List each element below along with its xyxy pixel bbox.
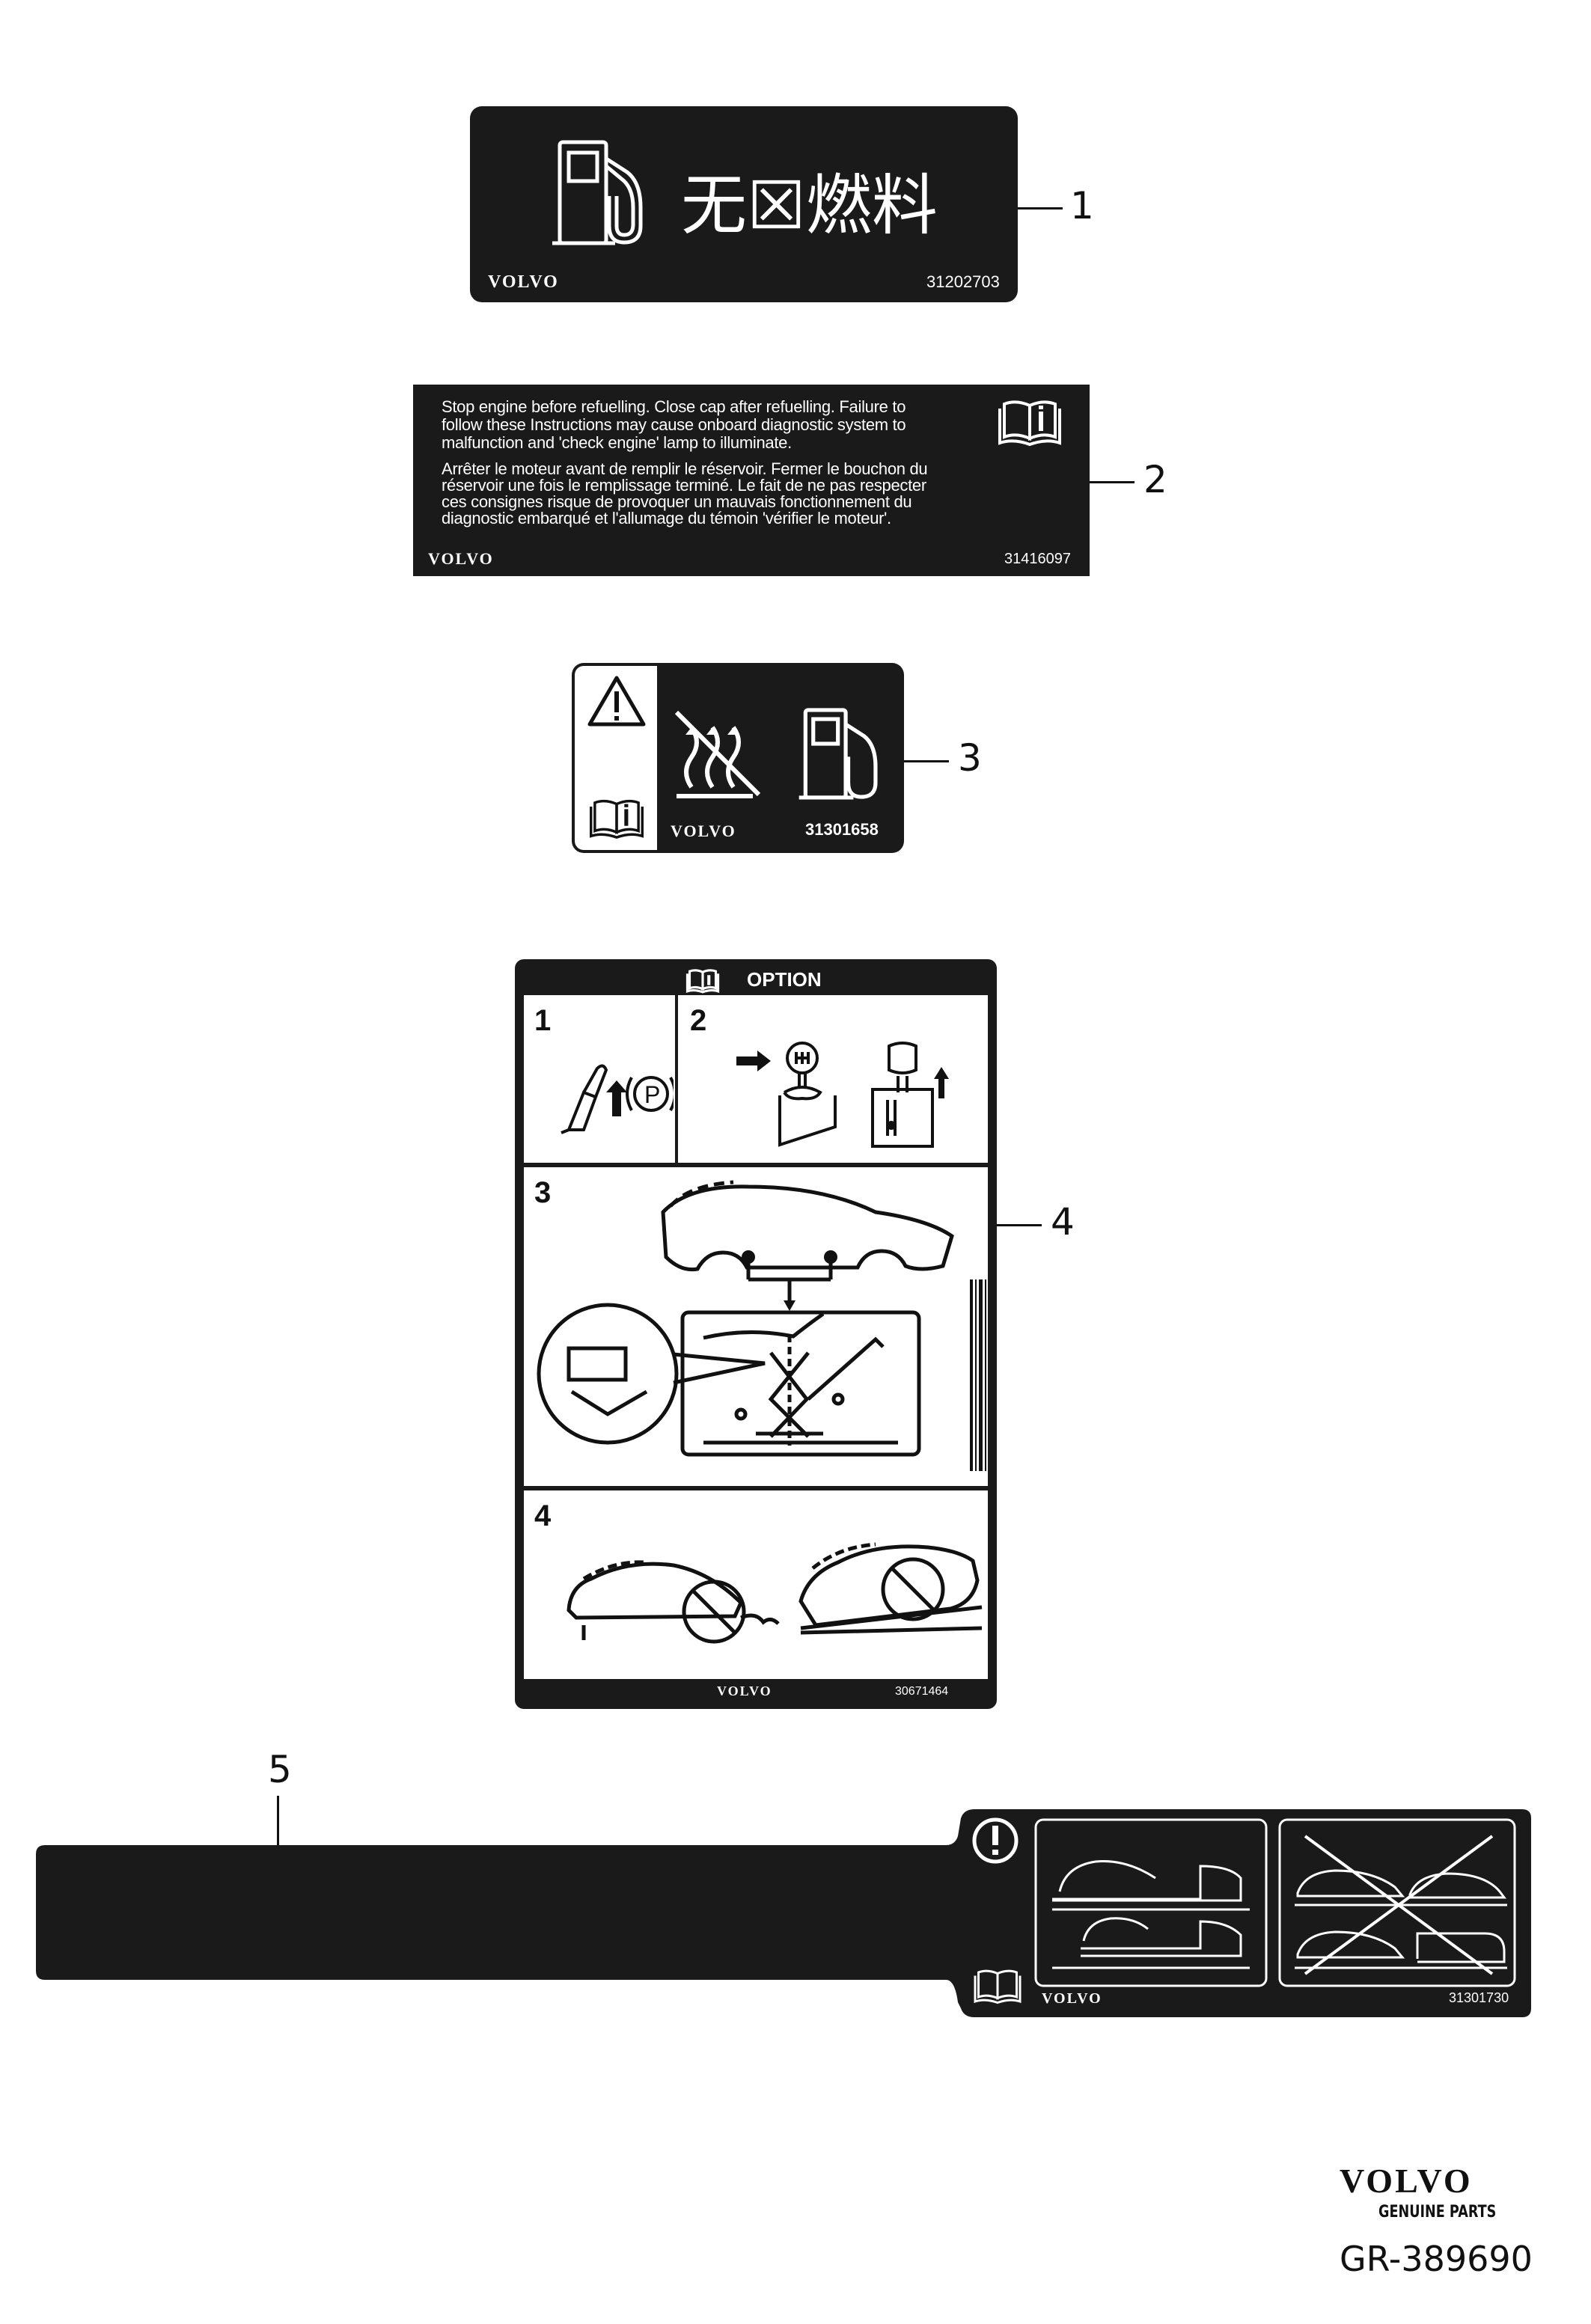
leader-line-4 — [997, 1224, 1042, 1226]
label-5 — [36, 1809, 1531, 2017]
manual-book-icon — [998, 400, 1061, 447]
step-2-panel: 2 R P — [678, 995, 988, 1163]
leader-line-3 — [904, 760, 949, 762]
car-icon — [661, 1184, 954, 1272]
step-number: 4 — [534, 1499, 552, 1532]
footer-brand-logo: VOLVO — [1340, 2162, 1473, 2200]
arrow-up-icon — [934, 1067, 949, 1098]
step-1-panel: 1 P — [524, 995, 675, 1163]
chinese-warning-text: 无☒燃料 — [681, 167, 938, 244]
callout-3: 3 — [958, 736, 982, 780]
french-line: réservoir une fois le remplissage termin… — [442, 476, 926, 495]
callout-4: 4 — [1051, 1200, 1075, 1244]
warning-triangle-icon — [587, 676, 646, 727]
step-number: 1 — [534, 1004, 552, 1037]
label-3: VOLVO 31301658 — [572, 663, 904, 853]
correct-towing-panel — [1034, 1818, 1268, 1987]
brand-logo: VOLVO — [671, 822, 736, 840]
french-line: Arrêter le moteur avant de remplir le ré… — [442, 459, 928, 478]
jack-position-diagram — [537, 1180, 986, 1471]
footer-subtitle: GENUINE PARTS — [1378, 2203, 1497, 2221]
exclamation-icon — [972, 1817, 1019, 1864]
arrow-right-icon — [736, 1051, 771, 1071]
no-driving-on-jack-diagram — [567, 1542, 983, 1644]
tow-truck-icon — [1052, 1865, 1242, 1902]
handbrake-icon: P — [561, 1064, 674, 1134]
step-3-panel: 3 — [524, 1167, 988, 1486]
callout-1: 1 — [1070, 184, 1094, 227]
brand-logo: VOLVO — [488, 272, 559, 292]
label-2: Stop engine before refuelling. Close cap… — [413, 385, 1090, 576]
step-4-panel: 4 — [524, 1490, 988, 1679]
label-1: 无☒燃料 VOLVO 31202703 — [470, 106, 1018, 302]
step-number: 2 — [690, 1004, 707, 1037]
brand-logo: VOLVO — [1042, 1990, 1102, 2007]
barcode-icon — [970, 1279, 986, 1471]
jack-icon — [768, 1351, 810, 1438]
manual-book-icon — [685, 969, 720, 994]
callout-2: 2 — [1143, 458, 1167, 501]
no-entry-icon — [881, 1557, 945, 1621]
english-instructions: Stop engine before refuelling. Close cap… — [442, 398, 906, 452]
part-number: 31301658 — [805, 820, 879, 839]
option-header: OPTION — [747, 968, 822, 991]
french-instructions: Arrêter le moteur avant de remplir le ré… — [442, 459, 928, 528]
french-line: diagnostic embarqué et l'allumage du tém… — [442, 509, 891, 528]
gear-r-label: R — [714, 1048, 733, 1076]
leader-line-5 — [277, 1796, 279, 1845]
fuel-pump-icon — [552, 140, 643, 245]
manual-gearstick-icon — [778, 1042, 837, 1147]
leader-line-1 — [1018, 207, 1063, 210]
english-line: Stop engine before refuelling. Close cap… — [442, 397, 906, 416]
no-entry-icon — [682, 1580, 746, 1644]
step-number: 3 — [534, 1176, 552, 1209]
hot-surface-icon — [674, 710, 761, 798]
label-4: OPTION 1 P 2 R — [515, 959, 997, 1709]
park-symbol: P — [644, 1081, 660, 1108]
incorrect-towing-panel — [1278, 1818, 1516, 1987]
gear-p-label: P — [953, 1067, 971, 1095]
manual-book-icon — [590, 799, 644, 839]
part-number: 31301730 — [1449, 1990, 1509, 2005]
part-number: 31202703 — [926, 272, 1000, 291]
leader-line-2 — [1090, 481, 1135, 483]
drawing-number: GR-389690 — [1340, 2239, 1533, 2279]
french-line: ces consignes risque de provoquer un mau… — [442, 492, 912, 511]
part-number: 30671464 — [895, 1685, 949, 1698]
brand-logo: VOLVO — [428, 549, 494, 568]
part-number: 31416097 — [1004, 551, 1071, 567]
brand-logo: VOLVO — [717, 1684, 772, 1698]
english-line: follow these Instructions may cause onbo… — [442, 415, 906, 434]
callout-5: 5 — [268, 1748, 292, 1791]
english-line: malfunction and 'check engine' lamp to i… — [442, 433, 792, 452]
manual-book-icon — [974, 1969, 1022, 2005]
automatic-gearstick-icon — [871, 1042, 934, 1148]
fuel-pump-icon — [798, 708, 878, 800]
